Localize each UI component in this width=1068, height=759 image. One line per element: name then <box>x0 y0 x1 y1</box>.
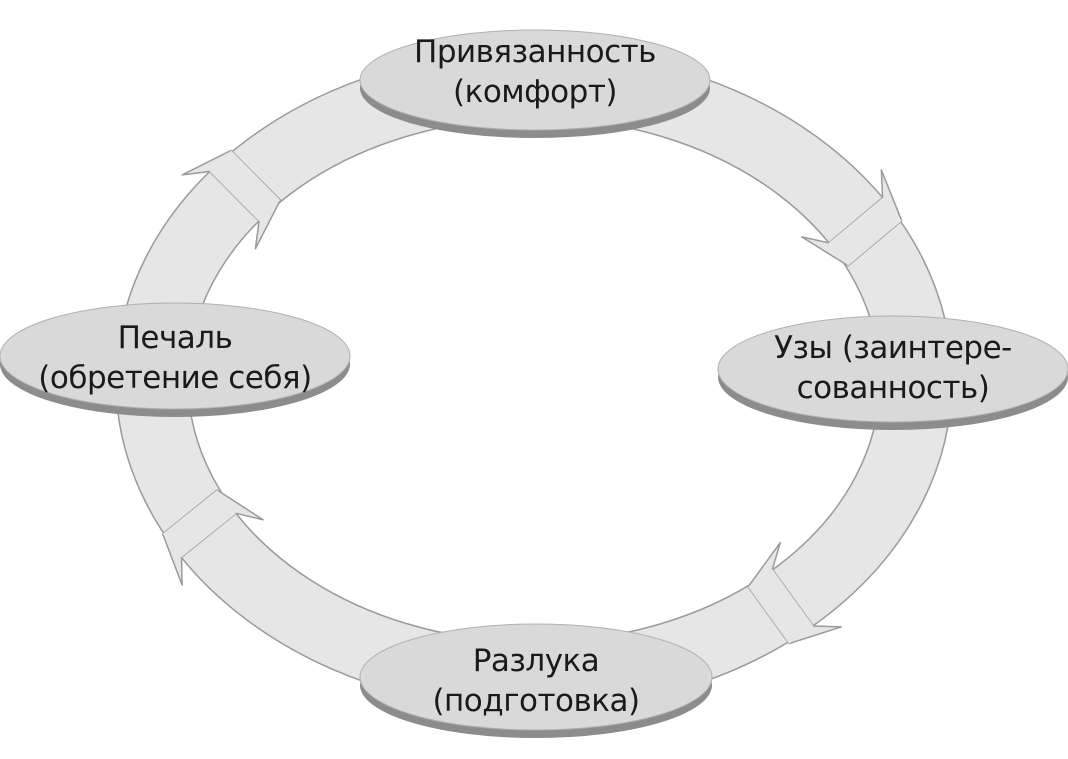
arrowhead-fill <box>748 569 814 644</box>
node-label-left: Печаль (обретение себя) <box>0 318 350 398</box>
node-left <box>0 302 351 417</box>
node-top <box>359 29 711 138</box>
node-label-right: Узы (заинтере- сованность) <box>718 328 1068 408</box>
arrowhead-fill <box>828 197 902 266</box>
node-left-line2: (обретение себя) <box>38 360 312 396</box>
node-bottom <box>359 623 713 738</box>
node-right-line1: Узы (заинтере- <box>774 330 1012 366</box>
node-top-line2: (комфорт) <box>453 74 617 110</box>
node-label-top: Привязанность (комфорт) <box>360 32 710 112</box>
node-right <box>717 315 1068 430</box>
node-bottom-line1: Разлука <box>472 643 600 679</box>
node-label-bottom: Разлука (подготовка) <box>360 641 712 721</box>
arrowhead-fill <box>162 489 237 558</box>
node-right-line2: сованность) <box>796 370 990 406</box>
cycle-arrows <box>161 149 903 645</box>
node-top-line1: Привязанность <box>414 34 656 70</box>
node-bottom-line2: (подготовка) <box>432 683 640 719</box>
node-left-line1: Печаль <box>117 320 233 356</box>
arrowhead-fill <box>209 150 281 222</box>
